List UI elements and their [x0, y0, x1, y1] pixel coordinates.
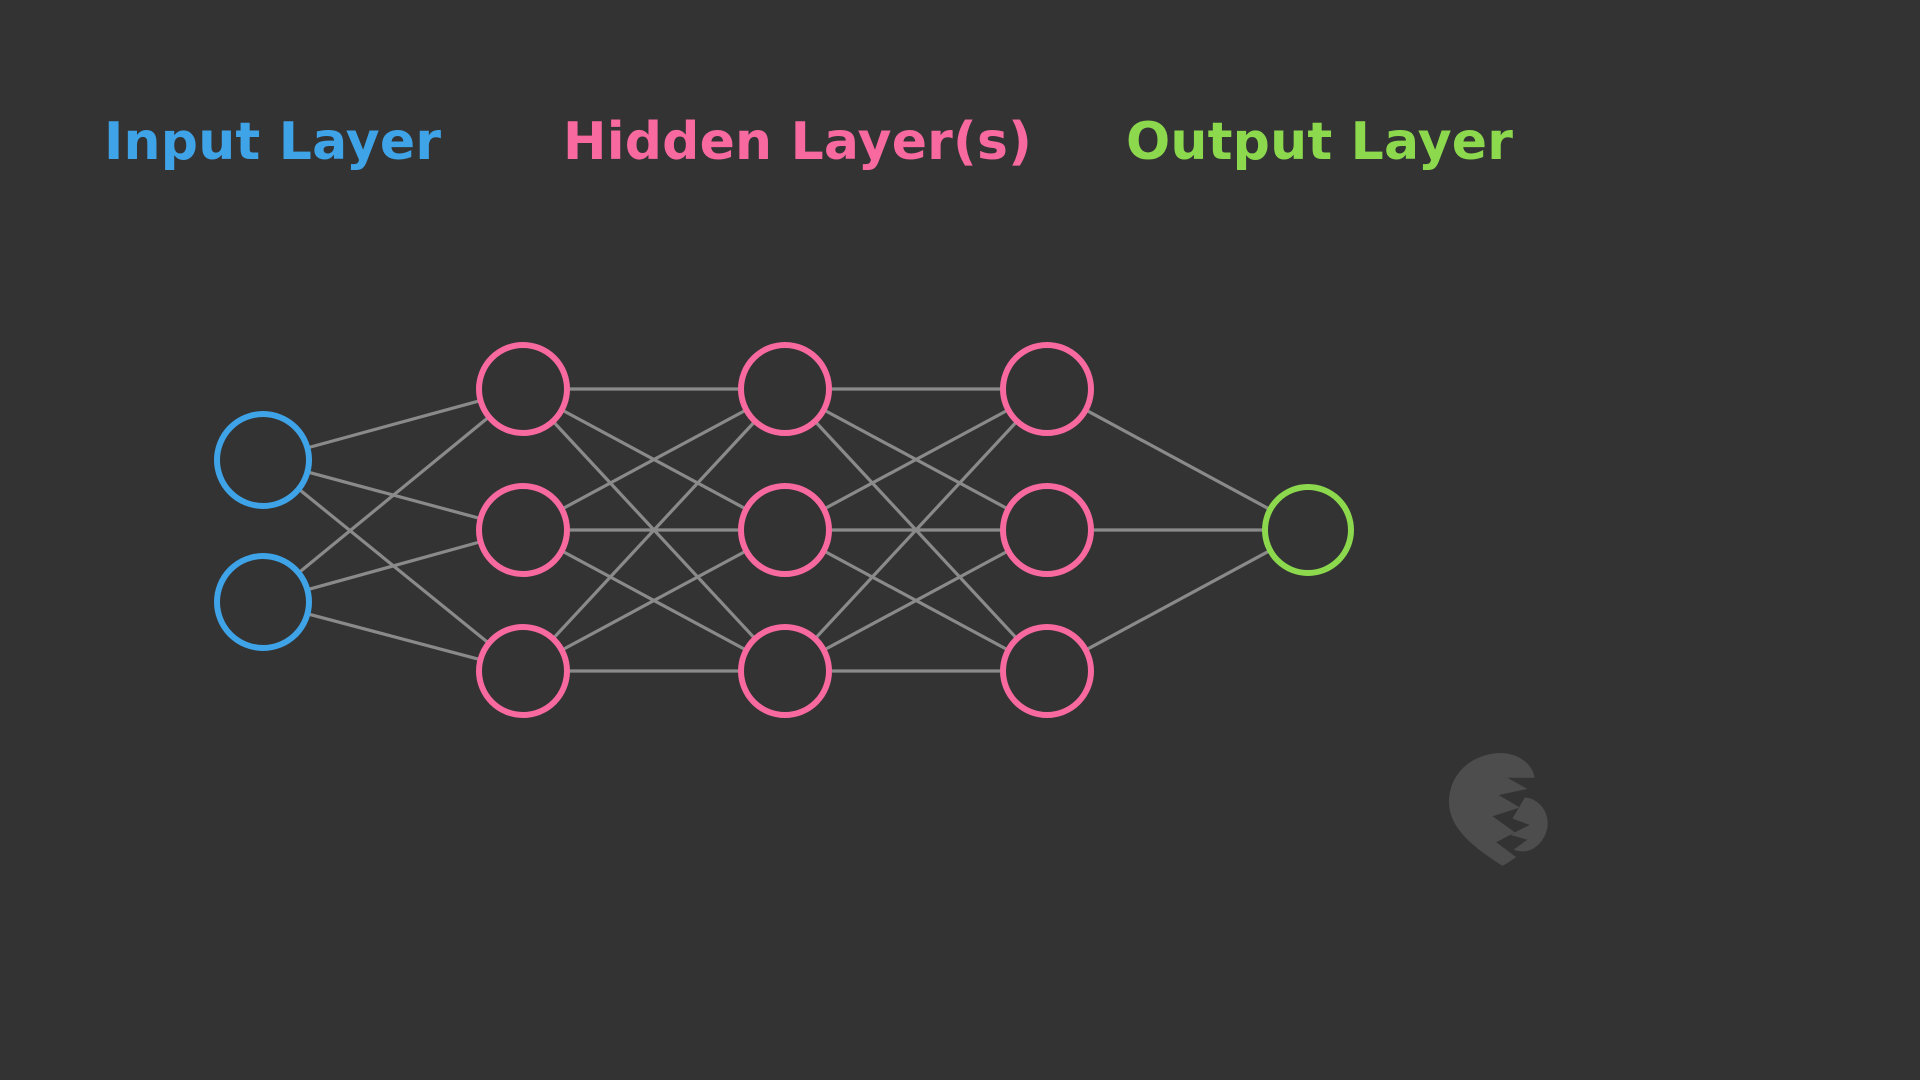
node-hidden-1-2[interactable] [476, 624, 570, 718]
connection-edge [305, 612, 483, 662]
node-hidden-2-1[interactable] [738, 483, 832, 577]
connection-edge [296, 415, 491, 575]
node-hidden-1-1[interactable] [476, 483, 570, 577]
node-input-0-1[interactable] [214, 553, 312, 651]
connection-edge [822, 549, 1010, 652]
connection-edge [305, 540, 483, 592]
node-hidden-3-0[interactable] [1000, 342, 1094, 436]
node-hidden-2-2[interactable] [738, 624, 832, 718]
layer-label-input: Input Layer [104, 112, 442, 172]
connection-edge [813, 419, 1019, 641]
node-input-0-0[interactable] [214, 411, 312, 509]
node-hidden-2-0[interactable] [738, 342, 832, 436]
connection-edge [560, 549, 748, 652]
node-hidden-1-0[interactable] [476, 342, 570, 436]
node-hidden-3-2[interactable] [1000, 624, 1094, 718]
layer-label-output: Output Layer [1126, 112, 1514, 172]
nodes-group [214, 342, 1354, 718]
node-output-4-0[interactable] [1262, 484, 1354, 576]
layer-label-hidden: Hidden Layer(s) [563, 112, 1033, 172]
connection-edge [560, 408, 748, 511]
connection-edge [1084, 548, 1272, 652]
node-hidden-3-1[interactable] [1000, 483, 1094, 577]
connection-edge [822, 408, 1010, 511]
brand-logo-icon [1448, 752, 1548, 866]
connection-edge [305, 398, 483, 450]
connection-edge [551, 419, 757, 641]
connection-edge [1084, 408, 1272, 512]
edges-group [296, 387, 1272, 673]
